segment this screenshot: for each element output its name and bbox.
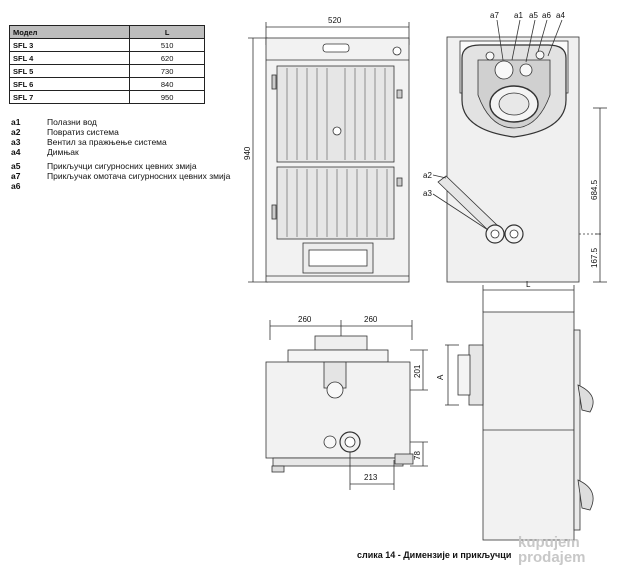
dim-a: A (436, 374, 445, 380)
legend-key: a7 (11, 171, 21, 181)
watermark-line1: kupujem (518, 534, 580, 551)
dim-l: L (526, 280, 531, 289)
dim-height-bottom: 167.5 (590, 247, 599, 268)
callout-a4: a4 (556, 11, 565, 20)
legend-key: a4 (11, 147, 21, 157)
table-header-row: Модел L (8, 25, 205, 39)
dim-213: 213 (364, 473, 378, 482)
legend-text: Прикључак омотача сигурносних цевних зми… (47, 171, 231, 181)
callout-a5: a5 (529, 11, 538, 20)
legend-text: Димњак (47, 147, 79, 157)
dim-height-side: 684.5 (590, 179, 599, 200)
cell-l: 950 (129, 90, 205, 104)
front-view (248, 22, 410, 283)
dim-depth-left: 260 (298, 315, 312, 324)
legend-key: a5 - a6 (11, 161, 21, 191)
header-model: Модел (8, 25, 131, 39)
legend-key: a2 (11, 127, 21, 137)
legend-text: Полазни вод (47, 117, 97, 127)
legend-text: Повратиз система (47, 127, 119, 137)
dim-depth-right: 260 (364, 315, 378, 324)
top-view (265, 320, 428, 490)
legend-key: a1 (11, 117, 21, 127)
header-l: L (129, 25, 205, 39)
watermark-line2: prodajem (518, 549, 586, 566)
dim-width-top: 520 (328, 16, 342, 25)
cell-model: SFL 7 (8, 90, 131, 104)
side-view (432, 19, 607, 283)
callout-a2: a2 (423, 171, 432, 180)
legend-text: Вентил за пражњење система (47, 137, 167, 147)
callout-a6: a6 (542, 11, 551, 20)
dim-201: 201 (413, 364, 422, 378)
side-view-2 (445, 285, 594, 541)
callout-a7: a7 (490, 11, 499, 20)
legend-text: Прикључци сигурносних цевних змија (47, 161, 197, 171)
dim-height-total: 940 (243, 146, 252, 160)
callout-a1: a1 (514, 11, 523, 20)
legend-key: a3 (11, 137, 21, 147)
dim-78: 78 (413, 451, 422, 460)
figure-caption: слика 14 - Димензије и прикључци (357, 550, 512, 560)
callout-a3: a3 (423, 189, 432, 198)
watermark: kupujem prodajem (518, 535, 586, 565)
